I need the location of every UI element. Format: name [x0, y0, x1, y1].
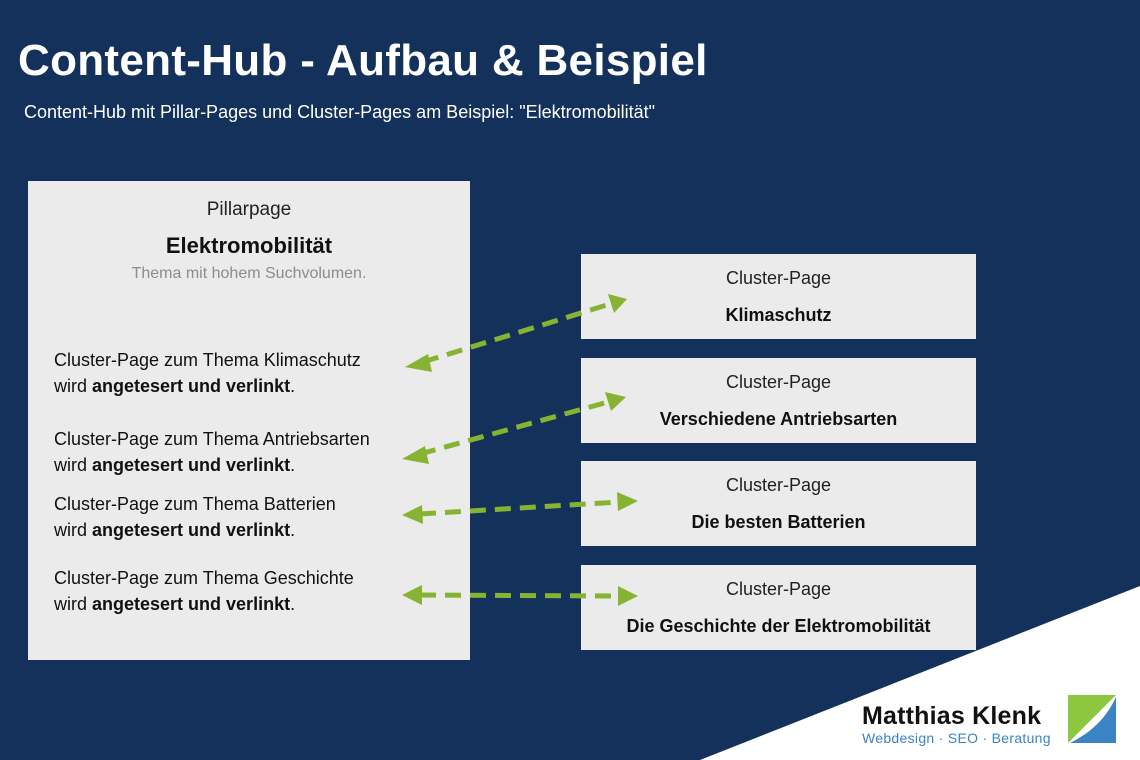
cluster-title: Klimaschutz: [725, 305, 832, 325]
page-subtitle: Content-Hub mit Pillar-Pages und Cluster…: [24, 102, 656, 122]
pillar-item-antriebsarten: Cluster-Page zum Thema Antriebsarten wir…: [54, 426, 370, 478]
pillar-item-suffix: .: [290, 520, 296, 540]
cluster-label: Cluster-Page: [725, 475, 832, 495]
pillar-name: Elektromobilität: [165, 233, 333, 258]
cluster-title: Verschiedene Antriebsarten: [659, 409, 898, 429]
arrowhead-left-icon: [402, 585, 422, 605]
pillar-label: Pillarpage: [206, 199, 292, 220]
brand-name: Matthias Klenk: [862, 702, 1042, 730]
arrowhead-left-icon: [405, 354, 432, 372]
cluster-page-klimaschutz: Cluster-Page Klimaschutz: [581, 254, 976, 339]
arrowhead-right-icon: [618, 586, 638, 606]
arrow-batterien-line: [419, 499, 621, 517]
cluster-page-batterien: Cluster-Page Die besten Batterien: [581, 461, 976, 546]
cluster-label: Cluster-Page: [725, 372, 832, 392]
brand: Matthias Klenk Webdesign · SEO · Beratun…: [862, 702, 1051, 746]
arrowhead-right-icon: [608, 294, 627, 313]
arrowhead-right-icon: [605, 392, 626, 411]
cluster-page-antriebsarten: Cluster-Page Verschiedene Antriebsarten: [581, 358, 976, 443]
pillar-item-prefix: wird: [54, 594, 93, 614]
arrowhead-left-icon: [402, 505, 423, 524]
pillar-item-bold: angetesert und verlinkt: [92, 520, 291, 540]
pillar-item-suffix: .: [290, 376, 296, 396]
pillar-description: Thema mit hohem Suchvolumen.: [131, 265, 367, 282]
pillar-item-geschichte: Cluster-Page zum Thema Geschichte wird a…: [54, 565, 354, 617]
pillar-item-bold: angetesert und verlinkt: [92, 376, 291, 396]
pillar-page-box: Pillarpage Elektromobilität Thema mit ho…: [28, 181, 470, 660]
arrowhead-right-icon: [617, 492, 638, 511]
arrow-geschichte-line: [419, 592, 621, 599]
cluster-title: Die Geschichte der Elektromobilität: [626, 616, 931, 636]
pillar-item-bold: angetesert und verlinkt: [92, 594, 291, 614]
brand-tagline: Webdesign · SEO · Beratung: [862, 730, 1051, 746]
brand-logo-icon: [1066, 693, 1118, 745]
pillar-item-text: Cluster-Page zum Thema Klimaschutz: [54, 350, 361, 370]
pillar-item-text: Cluster-Page zum Thema Batterien: [54, 494, 336, 514]
cluster-page-geschichte: Cluster-Page Die Geschichte der Elektrom…: [581, 565, 976, 650]
pillar-item-bold: angetesert und verlinkt: [92, 455, 291, 475]
pillar-item-text: Cluster-Page zum Thema Antriebsarten: [54, 429, 370, 449]
arrow-antriebsarten-line: [419, 399, 609, 457]
cluster-label: Cluster-Page: [725, 579, 832, 599]
cluster-label: Cluster-Page: [725, 268, 832, 288]
pillar-item-prefix: wird: [54, 376, 93, 396]
pillar-item-suffix: .: [290, 594, 296, 614]
arrowhead-left-icon: [402, 446, 429, 464]
pillar-item-prefix: wird: [54, 520, 93, 540]
arrow-klimaschutz-line: [422, 301, 611, 365]
pillar-item-suffix: .: [290, 455, 296, 475]
page-title: Content-Hub - Aufbau & Beispiel: [18, 36, 708, 85]
cluster-title: Die besten Batterien: [691, 512, 866, 532]
pillar-item-prefix: wird: [54, 455, 93, 475]
pillar-item-batterien: Cluster-Page zum Thema Batterien wird an…: [54, 491, 336, 543]
pillar-item-text: Cluster-Page zum Thema Geschichte: [54, 568, 354, 588]
pillar-item-klimaschutz: Cluster-Page zum Thema Klimaschutz wird …: [54, 347, 361, 399]
